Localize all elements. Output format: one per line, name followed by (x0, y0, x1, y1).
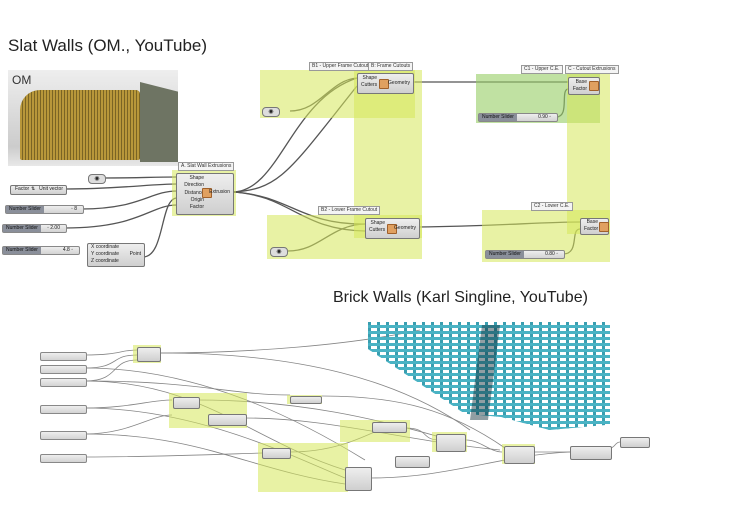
brep-param-node[interactable]: ◉ (270, 247, 288, 257)
group-label-c: C - Cutout Extrusions (565, 65, 619, 74)
curve-param-node[interactable]: ◉ (88, 174, 106, 184)
brick-node[interactable] (395, 456, 430, 468)
slider-value: 0.90 ◦ (538, 114, 551, 120)
brick-slider[interactable] (40, 365, 87, 374)
brick-walls-title: Brick Walls (Karl Singline, YouTube) (333, 289, 588, 306)
slat-walls-title: Slat Walls (OM., YouTube) (8, 36, 208, 55)
brick-node[interactable] (173, 397, 200, 409)
input-z: Z coordinate (91, 258, 119, 264)
om-logo: OM (12, 73, 32, 87)
group-label-a: A. Slat Wall Extrusions (178, 162, 235, 171)
slider-label: Number Slider (3, 247, 41, 254)
brick-node[interactable] (620, 437, 650, 448)
group-label-c1: C1 - Upper C.E. (521, 65, 563, 74)
slider-value: ◦ 2.00 (47, 225, 60, 231)
group-label-c2: C2 - Lower C.E. (531, 202, 573, 211)
input-y: Y coordinate (91, 251, 119, 257)
brick-slider[interactable] (40, 352, 87, 361)
number-slider-1[interactable]: Number Slider ◦ 8 (5, 205, 84, 214)
input-base: Base (575, 79, 587, 85)
brick-slider[interactable] (40, 454, 87, 463)
output-geometry: Geometry (388, 80, 410, 86)
wall-end-face (140, 82, 178, 162)
brick-node[interactable] (290, 396, 322, 404)
input-x: X coordinate (91, 244, 120, 250)
vector-icon: ⇅ (31, 186, 36, 192)
slider-label: Number Slider (486, 251, 524, 258)
brick-node[interactable] (345, 467, 372, 491)
extrude-icon (202, 188, 212, 198)
number-slider-4[interactable]: Number Slider 0.90 ◦ (478, 113, 558, 122)
brick-node[interactable] (570, 446, 612, 460)
split-icon (387, 224, 397, 234)
construct-point-node[interactable]: X coordinate Y coordinate Z coordinate P… (87, 243, 145, 267)
output-geometry: Geometry (394, 225, 416, 231)
brick-node[interactable] (208, 414, 247, 426)
brick-slider[interactable] (40, 405, 87, 414)
slider-value: 4.8 ◦ (62, 247, 73, 253)
brick-node[interactable] (372, 422, 407, 433)
brick-node[interactable] (262, 448, 291, 459)
number-slider-2[interactable]: Number Slider ◦ 2.00 (2, 224, 67, 233)
slat-wall-render-image: OM (8, 70, 178, 166)
slider-value: 0.80 ◦ (545, 251, 558, 257)
input-cutters: Cutters (361, 82, 378, 88)
group-c (567, 74, 610, 234)
scale-icon (599, 222, 609, 232)
group-label-b: B: Frame Cutouts (368, 62, 414, 71)
input-shape: Shape (362, 75, 377, 81)
brick-node[interactable] (137, 347, 161, 362)
input-shape: Shape (370, 220, 385, 226)
input-origin: Origin (190, 196, 204, 203)
slider-label: Number Slider (479, 114, 517, 121)
input-factor: Factor (189, 204, 204, 211)
brick-node[interactable] (504, 446, 535, 464)
slider-label: Number Slider (3, 225, 41, 232)
output-point: Point (129, 251, 141, 257)
input-cutters: Cutters (369, 227, 386, 233)
unit-vector-node[interactable]: Factor ⇅ Unit vector (10, 185, 67, 195)
input-base: Base (586, 219, 598, 225)
number-slider-5[interactable]: Number Slider 0.80 ◦ (485, 250, 565, 259)
group-label-b1: B1 - Upper Frame Cutout (309, 62, 372, 71)
output-extrusion: Extrusion (209, 189, 230, 195)
number-slider-3[interactable]: Number Slider 4.8 ◦ (2, 246, 80, 255)
brick-node[interactable] (436, 434, 466, 452)
input-factor: Factor (15, 186, 30, 192)
input-shape: Shape (189, 175, 204, 181)
brick-slider[interactable] (40, 378, 87, 387)
brick-slider[interactable] (40, 431, 87, 440)
split-icon (379, 79, 389, 89)
input-distance: Distance (184, 189, 204, 196)
input-factor: Factor (572, 86, 587, 92)
scale-icon (589, 81, 599, 91)
slat-wall-shape (20, 90, 140, 160)
input-direction: Direction (184, 182, 204, 189)
brep-param-node[interactable]: ◉ (262, 107, 280, 117)
group-label-b2: B2 - Lower Frame Cutout (318, 206, 381, 215)
extrude-node[interactable]: Shape Direction Distance Origin Factor E… (176, 173, 234, 215)
slider-value: ◦ 8 (71, 206, 77, 212)
output-unit-vector: Unit vector (39, 186, 63, 192)
input-factor: Factor (584, 226, 599, 232)
slider-label: Number Slider (6, 206, 44, 213)
